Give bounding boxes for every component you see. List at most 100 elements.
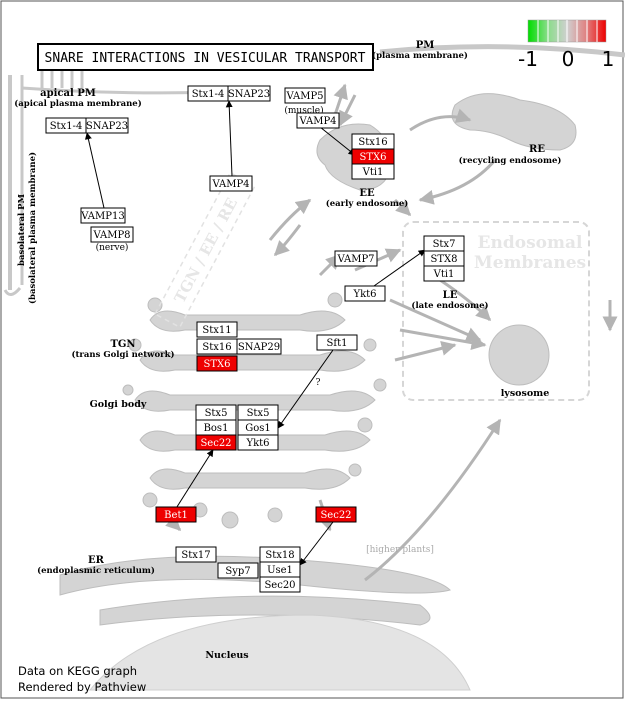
gene-node-ykt6-le[interactable]: Ykt6 — [344, 285, 386, 302]
er-label: ER — [88, 555, 105, 566]
gene-node-stx8[interactable]: STX8 — [423, 250, 465, 267]
gene-label: Stx5 — [247, 408, 270, 419]
gene-label: Bet1 — [164, 510, 188, 521]
gene-node-snap29[interactable]: SNAP29 — [236, 338, 282, 355]
ee-label: EE — [359, 188, 375, 199]
gene-node-stx5-a[interactable]: Stx5 — [195, 404, 237, 421]
diagram-title: SNARE INTERACTIONS IN VESICULAR TRANSPOR… — [45, 51, 366, 66]
gene-label: SNAP23 — [86, 121, 128, 132]
gene-node-sec20[interactable]: Sec20 — [259, 576, 301, 593]
tgn-full-label: (trans Golgi network) — [71, 349, 174, 360]
gene-label: VAMP7 — [336, 254, 374, 265]
gene-node-stx5-b[interactable]: Stx5 — [237, 404, 279, 421]
gene-node-vti1-ee[interactable]: Vti1 — [351, 163, 395, 180]
gene-node-stx16-tgn[interactable]: Stx16 — [196, 338, 238, 355]
gene-label: Bos1 — [204, 423, 229, 434]
gene-label: Stx7 — [433, 239, 456, 250]
nerve-note: (nerve) — [96, 242, 129, 253]
gene-node-stx6-ee[interactable]: STX6 — [351, 148, 395, 165]
apical-pm-label: apical PM — [40, 88, 96, 99]
gene-node-vamp4-mid[interactable]: VAMP4 — [209, 175, 253, 192]
gene-node-stx11[interactable]: Stx11 — [196, 321, 238, 338]
gene-node-ykt6-golgi[interactable]: Ykt6 — [237, 434, 279, 451]
legend-mid-label: 0 — [562, 47, 575, 71]
gene-label: Ykt6 — [352, 289, 376, 300]
gene-node-snap23-apical[interactable]: SNAP23 — [85, 117, 129, 134]
interaction-arrows — [84, 100, 426, 566]
compartment-labels: PM (plasma membrane) apical PM (apical p… — [14, 40, 561, 661]
golgi-label: Golgi body — [90, 399, 147, 410]
traffic-arrows — [158, 83, 618, 582]
gene-label: VAMP4 — [298, 116, 336, 127]
gene-node-stx17[interactable]: Stx17 — [175, 546, 217, 563]
gene-node-vamp7[interactable]: VAMP7 — [334, 250, 378, 267]
gene-node-sec22-golgi[interactable]: Sec22 — [195, 434, 237, 451]
endosomal-label-1: Endosomal — [478, 233, 583, 253]
gene-node-use1[interactable]: Use1 — [259, 561, 301, 578]
footer-line-1: Data on KEGG graph — [18, 664, 137, 678]
gene-node-stx14-apical[interactable]: Stx1-4 — [45, 117, 87, 134]
le-full-label: (late endosome) — [411, 300, 488, 311]
gene-label: SNAP23 — [228, 89, 270, 100]
gene-node-snap23-top[interactable]: SNAP23 — [227, 85, 271, 102]
endosomal-label-2: Membranes — [474, 253, 586, 273]
title-box — [37, 43, 374, 71]
question-mark: ? — [316, 378, 321, 388]
muscle-note: (muscle) — [284, 105, 323, 116]
gene-label: Sec20 — [264, 580, 295, 591]
color-legend: -1 0 1 — [518, 19, 614, 71]
gene-node-vamp8[interactable]: VAMP8 — [90, 226, 134, 243]
gene-node-gos1[interactable]: Gos1 — [237, 419, 279, 436]
gene-label: STX8 — [430, 254, 457, 265]
gene-node-stx6-tgn[interactable]: STX6 — [196, 355, 238, 372]
gene-label: Stx1-4 — [192, 89, 225, 100]
gene-node-vamp5[interactable]: VAMP5 — [284, 87, 326, 104]
gene-node-vti1-le[interactable]: Vti1 — [423, 265, 465, 282]
gene-node-bos1[interactable]: Bos1 — [195, 419, 237, 436]
gene-label: VAMP5 — [285, 91, 323, 102]
gene-node-vamp4-pm[interactable]: VAMP4 — [296, 112, 340, 129]
gene-label: Stx17 — [181, 550, 210, 561]
gene-label: STX6 — [203, 359, 230, 370]
gene-node-stx16-ee[interactable]: Stx16 — [351, 133, 395, 150]
gene-node-syp7[interactable]: Syp7 — [217, 562, 259, 579]
gene-node-stx14-top[interactable]: Stx1-4 — [187, 85, 229, 102]
nucleus-label: Nucleus — [205, 650, 248, 661]
gene-node-vamp13[interactable]: VAMP13 — [80, 207, 126, 224]
legend-min-label: -1 — [518, 47, 538, 71]
gene-label: Vti1 — [433, 269, 455, 280]
re-label: RE — [529, 144, 545, 155]
gene-node-sec22-er[interactable]: Sec22 — [315, 506, 357, 523]
gene-node-stx7[interactable]: Stx7 — [423, 235, 465, 252]
endosomal-membranes-region — [402, 221, 590, 401]
gene-label: Stx1-4 — [50, 121, 83, 132]
apical-pm-full-label: (apical plasma membrane) — [14, 98, 141, 109]
gene-label: Sec22 — [200, 438, 231, 449]
ee-full-label: (early endosome) — [326, 198, 409, 209]
gene-label: Sec22 — [320, 510, 351, 521]
gene-node-stx18[interactable]: Stx18 — [259, 546, 301, 563]
gene-label: SNAP29 — [238, 342, 280, 353]
le-label: LE — [443, 290, 458, 301]
pm-full-label: (plasma membrane) — [372, 50, 468, 61]
gene-node-bet1[interactable]: Bet1 — [155, 506, 197, 523]
gene-label: Vti1 — [362, 167, 384, 178]
higher-plants-note: [higher plants] — [366, 545, 434, 555]
basolateral-pm-label: basolateral PM — [17, 193, 27, 266]
tgn-ee-re-watermark: TGN / EE / RE — [171, 195, 241, 306]
gene-label: Sft1 — [327, 338, 348, 349]
gene-label: VAMP13 — [80, 211, 124, 222]
gene-label: Stx16 — [202, 342, 231, 353]
gene-label: Stx16 — [358, 137, 387, 148]
er-full-label: (endoplasmic reticulum) — [37, 565, 155, 576]
gene-label: Stx11 — [202, 325, 231, 336]
gene-nodes: Stx1-4 SNAP23 Stx1-4 SNAP23 VAMP5 VAMP4 … — [45, 85, 465, 593]
gene-node-sft1[interactable]: Sft1 — [316, 334, 358, 351]
gene-label: Gos1 — [245, 423, 271, 434]
gene-label: VAMP4 — [211, 179, 249, 190]
gene-label: Use1 — [267, 565, 293, 576]
re-full-label: (recycling endosome) — [459, 155, 562, 166]
footer-line-2: Rendered by Pathview — [18, 680, 146, 694]
